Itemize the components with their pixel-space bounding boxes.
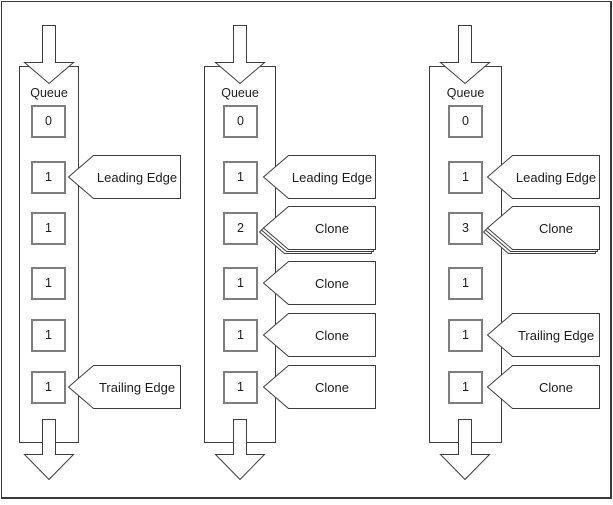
cell-value: 0 (237, 114, 244, 128)
queue-cell: 0 (448, 105, 483, 138)
clone-label: Clone (315, 221, 349, 236)
queue-cell: 1 (223, 267, 258, 300)
trailing-edge-label: Trailing Edge (98, 380, 176, 395)
queue-cell: 0 (223, 105, 258, 138)
leading-edge-callout (486, 155, 600, 199)
clone-callout (486, 365, 600, 409)
leading-edge-callout (262, 155, 376, 199)
cell-value: 0 (45, 114, 52, 128)
clone-callout (262, 261, 376, 305)
queue-cell: 2 (223, 212, 258, 245)
cell-value: 3 (462, 221, 469, 235)
trailing-edge-label: Trailing Edge (517, 328, 595, 343)
queue-cell: 1 (223, 161, 258, 194)
cell-value: 1 (237, 380, 244, 394)
cell-value: 1 (45, 380, 52, 394)
cell-value: 1 (237, 328, 244, 342)
cell-value: 1 (237, 276, 244, 290)
flow-in-arrow-icon (214, 25, 266, 85)
cell-value: 0 (462, 114, 469, 128)
cell-value: 1 (237, 170, 244, 184)
queue-cell: 1 (448, 267, 483, 300)
queue-label: Queue (221, 86, 259, 100)
cell-value: 1 (45, 170, 52, 184)
clone-label: Clone (539, 221, 573, 236)
flow-in-arrow-icon (23, 25, 75, 85)
flow-out-arrow-icon (439, 419, 491, 481)
cell-value: 1 (462, 328, 469, 342)
queue-cell: 1 (31, 161, 66, 194)
flow-out-arrow-icon (23, 419, 75, 481)
clone-callout (262, 313, 376, 357)
leading-edge-label: Leading Edge (515, 170, 597, 185)
queue-cell: 0 (31, 105, 66, 138)
queue-cell: 3 (448, 212, 483, 245)
clone-label: Clone (315, 380, 349, 395)
cell-value: 1 (45, 221, 52, 235)
clone-callout-stacked (259, 206, 376, 254)
cell-value: 1 (462, 170, 469, 184)
flow-in-arrow-icon (439, 25, 491, 85)
clone-callout-stacked (483, 206, 600, 254)
leading-edge-label: Leading Edge (291, 170, 373, 185)
queue-cell: 1 (448, 371, 483, 404)
queue-cell: 1 (31, 371, 66, 404)
queue-cell: 1 (448, 161, 483, 194)
cell-value: 2 (237, 221, 244, 235)
flow-out-arrow-icon (214, 419, 266, 481)
queue-cell: 1 (31, 319, 66, 352)
queue-label: Queue (30, 86, 68, 100)
cell-value: 1 (462, 276, 469, 290)
queue-cell: 1 (223, 319, 258, 352)
leading-edge-label: Leading Edge (96, 170, 178, 185)
queue-cell: 1 (31, 267, 66, 300)
trailing-edge-callout (67, 365, 181, 409)
clone-label: Clone (315, 328, 349, 343)
trailing-edge-callout (486, 313, 600, 357)
queue-cell: 1 (223, 371, 258, 404)
cell-value: 1 (45, 276, 52, 290)
leading-edge-callout (67, 155, 181, 199)
clone-label: Clone (315, 276, 349, 291)
queue-label: Queue (446, 86, 485, 100)
cell-value: 1 (462, 380, 469, 394)
cell-value: 1 (45, 328, 52, 342)
clone-callout (262, 365, 376, 409)
queue-cell: 1 (31, 212, 66, 245)
clone-label: Clone (539, 380, 573, 395)
queue-cell: 1 (448, 319, 483, 352)
